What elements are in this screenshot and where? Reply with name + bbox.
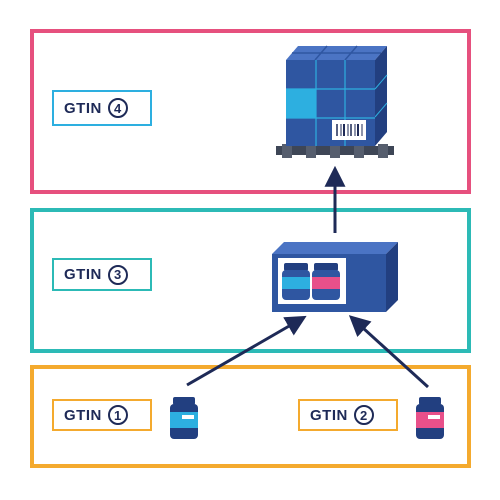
gtin-1-text: GTIN	[64, 406, 102, 424]
gtin-4-text: GTIN	[64, 99, 102, 117]
arrow-item1-to-case	[186, 315, 307, 387]
pallet-with-boxes-icon	[276, 45, 394, 158]
gtin-4-number: 4	[107, 98, 128, 118]
blue-jar-icon	[170, 397, 198, 439]
gtin-4-label: GTIN 4	[52, 90, 152, 126]
gtin-1-number: 1	[107, 405, 128, 425]
gtin-3-number: 3	[107, 264, 128, 285]
case-jar-pink-icon	[312, 263, 340, 300]
gtin-2-text: GTIN	[310, 406, 348, 424]
shipping-case-icon	[272, 242, 398, 312]
pink-jar-icon	[416, 397, 444, 439]
gtin-2-label: GTIN 2	[298, 399, 398, 431]
arrow-item2-to-case	[348, 315, 430, 389]
gtin-3-text: GTIN	[64, 266, 102, 283]
gtin-2-number: 2	[353, 405, 374, 425]
gtin-3-label: GTIN 3	[52, 258, 152, 291]
case-jar-blue-icon	[282, 263, 310, 300]
barcode-icon	[332, 120, 366, 140]
gtin-1-label: GTIN 1	[52, 399, 152, 431]
